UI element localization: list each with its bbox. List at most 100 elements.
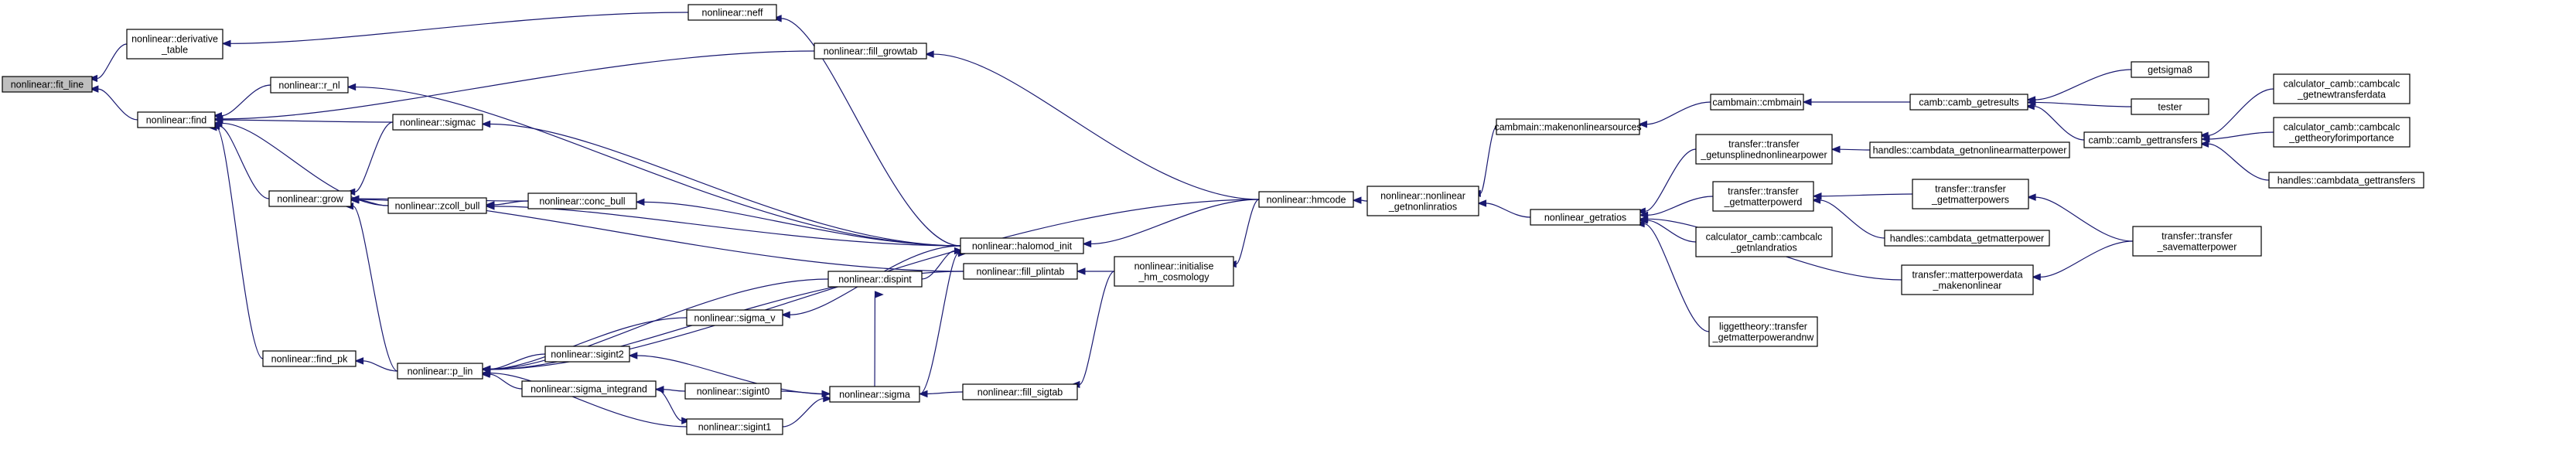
node-sigint1[interactable]: nonlinear::sigint1 bbox=[686, 418, 783, 435]
node-sigma[interactable]: nonlinear::sigma bbox=[829, 386, 920, 403]
node-dispint[interactable]: nonlinear::dispint bbox=[827, 271, 923, 288]
node-box bbox=[2131, 61, 2209, 78]
node-tester[interactable]: tester bbox=[2131, 98, 2209, 115]
node-label: nonlinear::sigmac bbox=[400, 118, 476, 128]
node-handles-getmatterpower[interactable]: handles::cambdata_getmatterpower bbox=[1884, 230, 2050, 247]
node-fill-growtab[interactable]: nonlinear::fill_growtab bbox=[814, 43, 927, 60]
node-getsigma8[interactable]: getsigma8 bbox=[2131, 61, 2209, 78]
node-box bbox=[1530, 209, 1641, 226]
node-label: nonlinear::sigint1 bbox=[698, 422, 772, 433]
node-box bbox=[960, 237, 1084, 254]
node-hmcode[interactable]: nonlinear::hmcode bbox=[1258, 191, 1354, 208]
edge-transfer-savematterpower-to-transfer-getmatterpowers bbox=[2026, 193, 2134, 242]
node-p-lin[interactable]: nonlinear::p_lin bbox=[397, 363, 483, 380]
node-calc-getnlandratios[interactable]: calculator_camb::cambcalc_getnlandratios bbox=[1695, 226, 1833, 257]
node-find-pk[interactable]: nonlinear::find_pk bbox=[262, 350, 357, 367]
edge-getsigma8-to-camb-getresults bbox=[2026, 69, 2132, 104]
node-label: _hm_cosmology bbox=[1138, 272, 1210, 283]
node-fill-sigtab[interactable]: nonlinear::fill_sigtab bbox=[962, 383, 1078, 400]
edge-getratios-to-nonlinear-getnonlinratios bbox=[1477, 199, 1531, 218]
edge-line bbox=[1360, 199, 1368, 202]
node-liggettheory[interactable]: liggettheory::transfer_getmatterpowerand… bbox=[1708, 316, 1818, 347]
node-label: nonlinear::grow bbox=[277, 194, 343, 205]
node-makenonlinearsources[interactable]: cambmain::makenonlinearsources bbox=[1494, 118, 1642, 135]
node-calc-getnewtransferdata[interactable]: calculator_camb::cambcalc_getnewtransfer… bbox=[2273, 73, 2411, 104]
node-matterpowerdata-makenonlinear[interactable]: transfer::matterpowerdata_makenonlinear bbox=[1901, 264, 2034, 295]
node-box bbox=[397, 363, 483, 380]
node-fill-plintab[interactable]: nonlinear::fill_plintab bbox=[963, 263, 1078, 280]
edge-arrowhead bbox=[2025, 102, 2035, 111]
edge-handles-getmatterpower-to-transfer-getmatterpowerd bbox=[1811, 196, 1885, 239]
node-label: camb::camb_gettransfers bbox=[2088, 135, 2197, 146]
edge-arrowhead bbox=[354, 357, 364, 365]
node-label: handles::cambdata_getmatterpower bbox=[1890, 233, 2044, 244]
node-box bbox=[1710, 94, 1804, 111]
node-neff[interactable]: nonlinear::neff bbox=[688, 4, 777, 21]
edge-cmbmain-to-makenonlinearsources bbox=[1638, 101, 1711, 128]
node-box bbox=[1496, 118, 1640, 135]
node-transfer-getunsplined[interactable]: transfer::transfer_getunsplinednonlinear… bbox=[1695, 134, 1833, 165]
node-transfer-getmatterpowers[interactable]: transfer::transfer_getmatterpowers bbox=[1912, 179, 2029, 209]
node-sigmac[interactable]: nonlinear::sigmac bbox=[392, 114, 483, 131]
node-transfer-getmatterpowerd[interactable]: transfer::transfer_getmatterpowerd bbox=[1712, 181, 1814, 212]
node-halomod-init[interactable]: nonlinear::halomod_init bbox=[960, 237, 1084, 254]
node-sigma-v[interactable]: nonlinear::sigma_v bbox=[686, 309, 783, 326]
node-find[interactable]: nonlinear::find bbox=[137, 111, 216, 128]
edge-sigint1-to-p-lin bbox=[481, 369, 688, 427]
edge-arrowhead bbox=[2199, 140, 2209, 148]
edge-sigint1-to-sigma bbox=[782, 394, 833, 427]
node-sigint0[interactable]: nonlinear::sigint0 bbox=[684, 383, 782, 400]
edge-line bbox=[782, 398, 824, 427]
edge-line bbox=[216, 127, 264, 359]
node-derivative-table[interactable]: nonlinear::derivative_table bbox=[126, 29, 223, 60]
node-camb-gettransfers[interactable]: camb::camb_gettransfers bbox=[2083, 131, 2202, 148]
edge-sigint0-to-sigma-integrand bbox=[654, 386, 686, 393]
node-nonlinear-getnonlinratios[interactable]: nonlinear::nonlinear_getnonlinratios bbox=[1366, 186, 1479, 216]
edge-arrowhead bbox=[1082, 240, 1092, 248]
node-label: _getnewtransferdata bbox=[2297, 90, 2386, 100]
node-calc-gettheoryforimportance[interactable]: calculator_camb::cambcalc_gettheoryforim… bbox=[2273, 117, 2411, 148]
node-label: nonlinear::conc_bull bbox=[539, 196, 625, 207]
node-label: nonlinear::hmcode bbox=[1267, 195, 1346, 206]
edge-line bbox=[1820, 193, 1913, 197]
node-conc-bull[interactable]: nonlinear::conc_bull bbox=[527, 192, 637, 209]
node-box bbox=[2, 76, 93, 93]
edge-line bbox=[358, 199, 389, 206]
edge-arrowhead bbox=[681, 417, 691, 424]
edge-line bbox=[2208, 143, 2270, 181]
node-r-nl[interactable]: nonlinear::r_nl bbox=[270, 77, 349, 94]
node-fit-line[interactable]: nonlinear::fit_line bbox=[2, 76, 93, 93]
edge-line bbox=[2035, 69, 2132, 100]
edge-handles-gettransfers-to-camb-gettransfers bbox=[2199, 140, 2270, 181]
edge-calc-gettheoryforimportance-to-camb-gettransfers bbox=[2200, 131, 2274, 143]
node-handles-getnonlinearmatterpower[interactable]: handles::cambdata_getnonlinearmatterpowe… bbox=[1869, 141, 2070, 158]
node-box bbox=[1884, 230, 2050, 247]
node-grow[interactable]: nonlinear::grow bbox=[268, 190, 352, 207]
node-handles-gettransfers[interactable]: handles::cambdata_gettransfers bbox=[2268, 172, 2424, 189]
node-initialise-hm-cosmology[interactable]: nonlinear::initialise_hm_cosmology bbox=[1114, 256, 1234, 287]
node-label: nonlinear_getratios bbox=[1544, 213, 1626, 223]
node-label: transfer::transfer bbox=[2161, 231, 2233, 242]
node-camb-getresults[interactable]: camb::camb_getresults bbox=[1909, 94, 2028, 111]
node-getratios[interactable]: nonlinear_getratios bbox=[1530, 209, 1641, 226]
edge-arrowhead bbox=[481, 366, 491, 373]
edge-line bbox=[490, 123, 961, 247]
node-sigma-integrand[interactable]: nonlinear::sigma_integrand bbox=[521, 380, 657, 397]
node-label: cambmain::makenonlinearsources bbox=[1494, 122, 1641, 133]
edge-line bbox=[781, 18, 961, 247]
node-box bbox=[1258, 191, 1354, 208]
node-label: _getunsplinednonlinearpower bbox=[1700, 150, 1827, 161]
node-cmbmain[interactable]: cambmain::cmbmain bbox=[1710, 94, 1804, 111]
edge-line bbox=[643, 201, 961, 247]
node-sigint2[interactable]: nonlinear::sigint2 bbox=[544, 346, 630, 363]
node-transfer-savematterpower[interactable]: transfer::transfer_savematterpower bbox=[2132, 226, 2262, 257]
edge-line bbox=[933, 53, 1260, 200]
node-zcoll-bull[interactable]: nonlinear::zcoll_bull bbox=[387, 197, 487, 214]
edge-line bbox=[219, 125, 270, 199]
edge-line bbox=[490, 278, 829, 370]
edge-arrowhead bbox=[874, 291, 884, 298]
node-label: calculator_camb::cambcalc bbox=[1706, 232, 1823, 243]
edge-arrowhead bbox=[2026, 193, 2036, 201]
edge-arrowhead bbox=[918, 390, 928, 398]
node-box bbox=[2131, 98, 2209, 115]
